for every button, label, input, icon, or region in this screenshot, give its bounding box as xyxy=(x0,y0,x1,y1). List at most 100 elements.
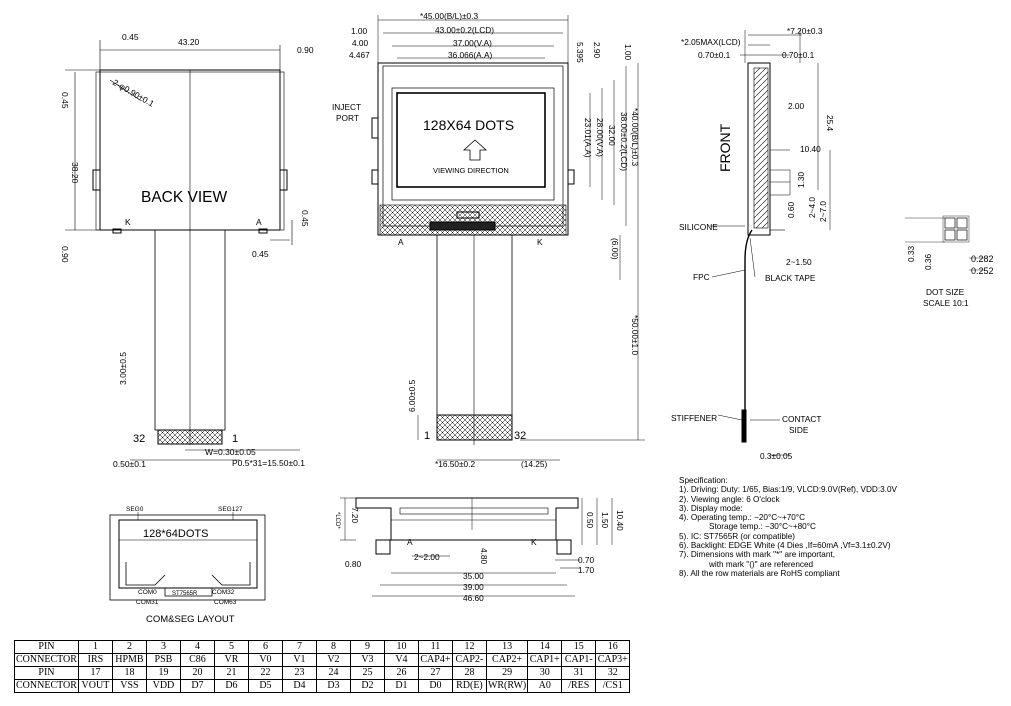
pin-cell: 7 xyxy=(281,640,317,654)
dot-size-detail xyxy=(905,215,985,271)
dim-label: P0.5*31=15.50±0.1 xyxy=(232,458,305,468)
back-view-title: BACK VIEW xyxy=(141,189,227,206)
pin-label: 32 xyxy=(514,430,526,442)
row-label: CONNECTOR xyxy=(14,679,79,693)
connector-cell: D0 xyxy=(417,679,453,693)
spec-item: 3). Display mode: xyxy=(679,503,743,513)
dim-label: 0.45 xyxy=(252,249,269,259)
pin-cell: 27 xyxy=(417,666,453,680)
connector-cell: IRS xyxy=(77,653,113,667)
connector-cell: CAP2- xyxy=(451,653,487,667)
mechanical-drawing: 0.45 43.20 0.90 2-φ0.90±0.1 0.45 38.20 0… xyxy=(60,11,994,625)
spec-item: with mark "()" are referenced xyxy=(709,559,814,569)
pin-cell: 28 xyxy=(451,666,487,680)
table-row: PIN 1 2 3 4 5 6 7 8 9 10 11 12 13 14 15 … xyxy=(14,640,631,654)
display-text: 128X64 DOTS xyxy=(423,117,514,133)
dim-label: (6.00) xyxy=(610,238,620,260)
connector-cell: WR(RW) xyxy=(485,679,529,693)
inject-port-label: INJECT xyxy=(332,102,361,112)
dim-label: *2.05MAX(LCD) xyxy=(681,37,741,47)
spec-item: 7). Dimensions with mark "*" are importa… xyxy=(679,550,835,560)
dim-label: 36.066(A.A) xyxy=(448,50,493,60)
dim-label: 1.00 xyxy=(623,44,633,61)
connector-cell: CAP1- xyxy=(561,653,597,667)
pin-label: 1 xyxy=(424,430,430,442)
pin-cell: 23 xyxy=(281,666,317,680)
pin-cell: 4 xyxy=(179,640,215,654)
contact-side-label: SIDE xyxy=(789,425,809,435)
front-view-labels: *45.00(B/L)±0.3 1.00 43.00±0.2(LCD) 4.00… xyxy=(332,11,640,469)
connector-cell: VDD xyxy=(145,679,181,693)
connector-cell: CAP4+ xyxy=(417,653,453,667)
pin-cell: 19 xyxy=(145,666,181,680)
bottom-view-labels: *LCD* 7.20 0.50 1.50 10.40 4.80 0.80 2~2… xyxy=(334,507,625,603)
pin-cell: 22 xyxy=(247,666,283,680)
pin-cell: 16 xyxy=(595,640,631,654)
pin-cell: 25 xyxy=(349,666,385,680)
pin-table: PIN 1 2 3 4 5 6 7 8 9 10 11 12 13 14 15 … xyxy=(14,640,631,693)
dim-label: 23.01(A.A) xyxy=(583,118,593,158)
dots-label: 128*64DOTS xyxy=(143,528,208,540)
connector-cell: V3 xyxy=(349,653,385,667)
pin-label: 1 xyxy=(232,433,238,445)
k-label: K xyxy=(531,537,537,547)
pin-cell: 6 xyxy=(247,640,283,654)
front-view xyxy=(371,15,645,461)
dim-label: (14.25) xyxy=(521,459,548,469)
pin-cell: 10 xyxy=(383,640,419,654)
dim-label: 1.70 xyxy=(578,565,595,575)
dim-label: 0.45 xyxy=(300,210,310,227)
dim-label: 0.50±0.1 xyxy=(113,459,146,469)
dim-label: 37.00(V.A) xyxy=(453,38,492,48)
dim-label: 3.00±0.5 xyxy=(118,352,128,385)
dim-label: 0.90 xyxy=(297,45,314,55)
com-seg-labels: SEG0 SEG127 128*64DOTS COM0 COM32 COM31 … xyxy=(126,506,243,625)
connector-cell: /RES xyxy=(561,679,597,693)
dim-label: 0.45 xyxy=(60,92,70,109)
pin-cell: 30 xyxy=(527,666,563,680)
specification: Specification: 1). Driving: Duty: 1/65, … xyxy=(679,476,897,578)
seg127-label: SEG127 xyxy=(218,506,243,513)
pin-cell: 8 xyxy=(315,640,351,654)
bottom-view xyxy=(340,497,613,597)
contact-side-label: CONTACT xyxy=(782,414,821,424)
dim-label: 43.20 xyxy=(178,37,200,47)
connector-cell: PSB xyxy=(145,653,181,667)
dot-size-caption: DOT SIZE xyxy=(926,287,965,297)
dim-label: 2-φ0.90±0.1 xyxy=(111,77,156,109)
dim-label: 1.50 xyxy=(600,512,610,529)
dim-label: 0.80 xyxy=(345,559,362,569)
dim-label: 39.00 xyxy=(463,582,484,592)
com0-label: COM0 xyxy=(138,589,157,596)
com-seg-layout xyxy=(109,512,266,601)
a-label: A xyxy=(407,537,413,547)
connector-cell: /CS1 xyxy=(595,679,631,693)
row-label: PIN xyxy=(14,640,79,654)
pin-cell: 18 xyxy=(111,666,147,680)
dim-label: 2.00 xyxy=(788,101,805,111)
pin-cell: 31 xyxy=(561,666,597,680)
dim-label: 1.30 xyxy=(796,171,806,188)
connector-cell: HPMB xyxy=(111,653,147,667)
dim-label: 0.36 xyxy=(923,253,933,270)
dim-label: 32.00 xyxy=(607,125,617,146)
spec-item: 5). IC: ST7565R (or compatible) xyxy=(679,531,796,541)
k-label: K xyxy=(537,237,543,247)
connector-cell: D5 xyxy=(247,679,283,693)
table-row: CONNECTOR IRS HPMB PSB C86 VR V0 V1 V2 V… xyxy=(14,653,631,667)
a-label: A xyxy=(256,217,262,227)
connector-cell: D4 xyxy=(281,679,317,693)
fpc-label: FPC xyxy=(693,272,710,282)
connector-cell: CAP2+ xyxy=(485,653,529,667)
table-row: PIN 17 18 19 20 21 22 23 24 25 26 27 28 … xyxy=(14,666,631,680)
back-view-labels: 0.45 43.20 0.90 2-φ0.90±0.1 0.45 38.20 0… xyxy=(60,32,314,469)
dim-label: *50.00±1.0 xyxy=(630,315,640,355)
dim-label: 0.252 xyxy=(971,266,994,276)
pin-cell: 15 xyxy=(561,640,597,654)
dim-label: 38.00±0.2(LCD) xyxy=(619,112,629,171)
side-view-labels: *2.05MAX(LCD) *7.20±0.3 0.70±0.1 0.70±0.… xyxy=(671,26,835,461)
connector-cell: VSS xyxy=(111,679,147,693)
dim-label: 0.50 xyxy=(585,512,595,529)
dim-label: 10.40 xyxy=(800,144,821,154)
dim-label: 0.90 xyxy=(60,246,70,263)
